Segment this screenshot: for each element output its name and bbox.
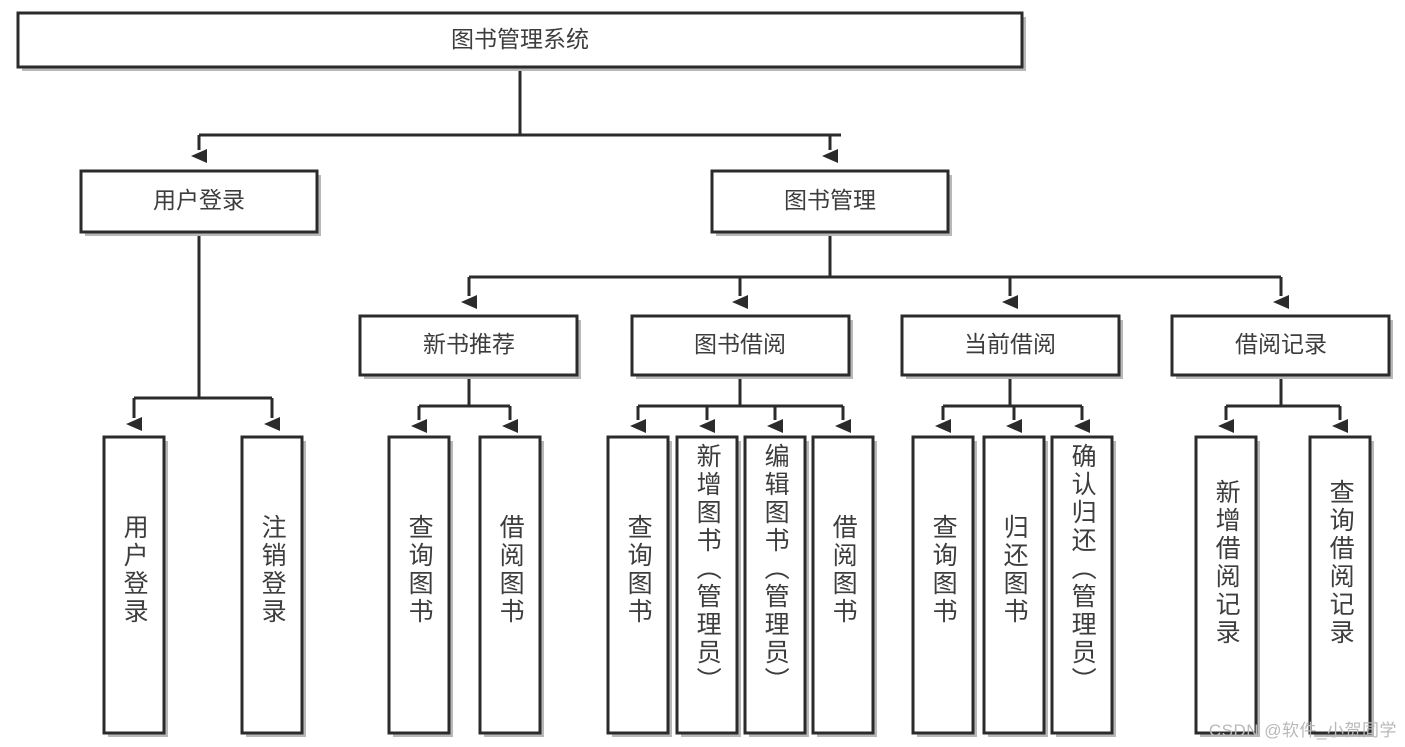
- watermark-text: CSDN @软件_小贺同学: [1208, 721, 1397, 740]
- node-user-login-label: 用户登录: [153, 187, 245, 213]
- node-book-borrow[interactable]: 图书借阅: [630, 314, 853, 379]
- node-book-management[interactable]: 图书管理: [710, 169, 952, 236]
- node-borrow-record-label: 借阅记录: [1235, 331, 1327, 357]
- node-new-book-recommend[interactable]: 新书推荐: [358, 314, 581, 379]
- leaf-node-logout[interactable]: [240, 435, 306, 737]
- leaf-node-borrow-book-recommend[interactable]: [478, 435, 544, 737]
- node-new-book-recommend-label: 新书推荐: [423, 331, 515, 357]
- leaf-node-query-book-recommend[interactable]: [387, 435, 453, 737]
- node-layer: 图书管理系统 用户登录 图书管理 新书推荐: [16, 11, 1393, 737]
- leaf-node-add-borrow-record[interactable]: [1194, 435, 1260, 737]
- leaf-node-add-book[interactable]: [675, 435, 741, 737]
- leaf-node-borrow-book[interactable]: [811, 435, 877, 737]
- leaf-node-edit-book[interactable]: [743, 435, 809, 737]
- leaf-node-user-login[interactable]: [102, 435, 168, 737]
- leaf-box-group: [102, 435, 1374, 737]
- leaf-node-query-book-borrow[interactable]: [606, 435, 672, 737]
- node-root[interactable]: 图书管理系统: [16, 11, 1026, 71]
- connector-layer: [126, 67, 1348, 433]
- node-book-management-label: 图书管理: [784, 187, 876, 213]
- node-current-borrow-label: 当前借阅: [964, 331, 1056, 357]
- node-current-borrow[interactable]: 当前借阅: [900, 314, 1123, 379]
- leaf-node-confirm-return[interactable]: [1050, 435, 1116, 737]
- node-book-borrow-label: 图书借阅: [694, 331, 786, 357]
- leaf-node-query-borrow-record[interactable]: [1308, 435, 1374, 737]
- node-user-login[interactable]: 用户登录: [79, 169, 321, 236]
- node-root-label: 图书管理系统: [451, 26, 589, 52]
- leaf-node-query-book-current[interactable]: [911, 435, 977, 737]
- leaf-node-return-book[interactable]: [982, 435, 1048, 737]
- node-borrow-record[interactable]: 借阅记录: [1170, 314, 1393, 379]
